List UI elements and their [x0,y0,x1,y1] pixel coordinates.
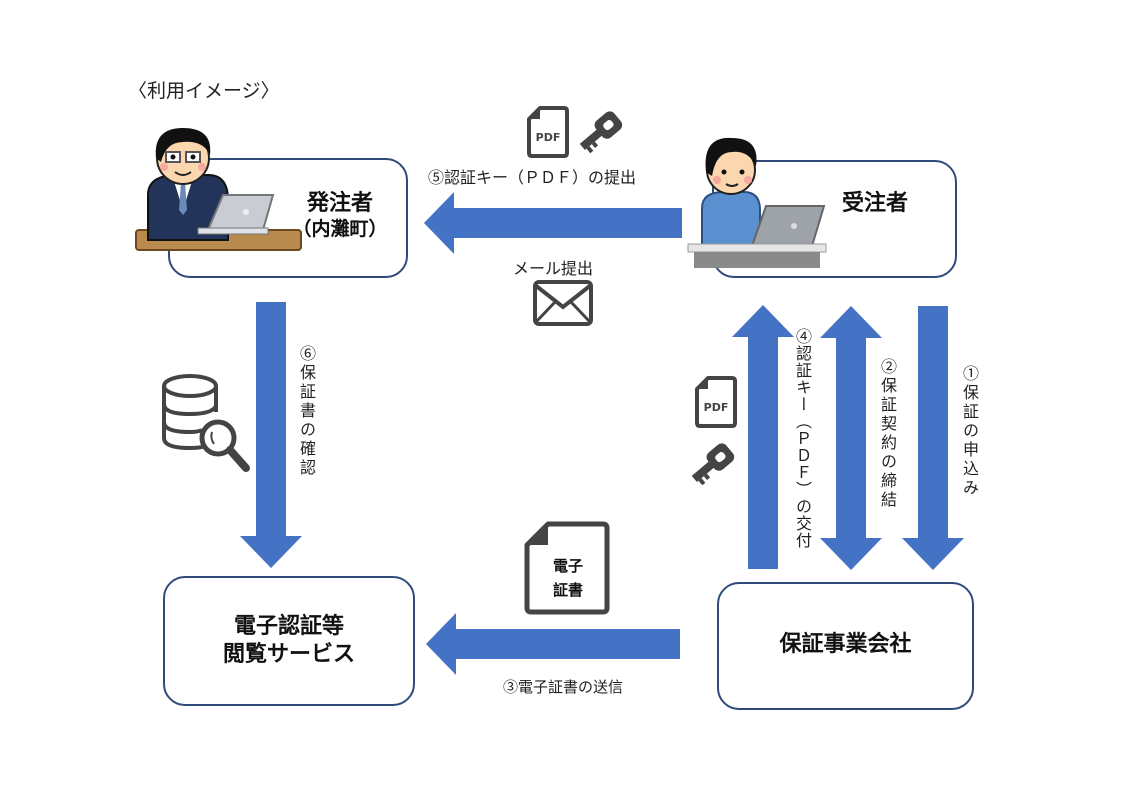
step2-label: ②保証契約の締結 [878,358,897,510]
arrow-step3 [426,613,680,675]
arrow-step4-shape [732,305,794,569]
arrow-step3-shape [426,613,680,675]
arrow-step2-shape [820,306,882,570]
svg-text:電子: 電子 [553,557,583,575]
service-label: 電子認証等 閲覧サービス [163,613,415,668]
database-search-icon [162,374,250,472]
diagram-title: 〈利用イメージ〉 [128,80,280,102]
orderer-name: 発注者 [306,191,373,216]
arrow-step2 [820,306,882,570]
arrow-step1 [902,306,964,570]
step3-label: ③電子証書の送信 [503,678,624,696]
orderer-sublabel: （内灘町） [292,217,388,240]
arrow-step6-shape [240,302,302,568]
arrow-step5 [424,192,682,254]
mail-icon [533,280,593,326]
pdf-icon-step4: PDF [695,376,737,428]
arrow-step5-shape [424,192,682,254]
arrow-step4 [732,305,794,569]
key-icon-step4 [691,443,735,486]
contractor-label: 受注者 [841,191,908,216]
guarantor-box [717,582,974,710]
orderer-person-illustration [135,128,302,251]
step5-sublabel: メール提出 [513,259,594,278]
arrow-step6 [240,302,302,568]
svg-text:証書: 証書 [553,581,583,599]
pdf-icon: PDF [527,106,569,158]
service-label-line2: 閲覧サービス [222,641,355,667]
service-label-line1: 電子認証等 [233,614,344,639]
arrow-step1-shape [902,306,964,570]
svg-text:PDF: PDF [704,401,729,414]
step4-label: ④認証キー（ＰＤＦ）の交付 [793,328,812,549]
step1-label: ①保証の申込み [960,365,979,498]
service-box [163,576,415,706]
step6-label: ⑥保証書の確認 [297,345,316,478]
orderer-label: 発注者 （内灘町） [285,190,395,241]
contractor-person-illustration [687,137,827,268]
svg-text:PDF: PDF [536,131,561,144]
key-icon [579,111,623,154]
electronic-certificate-icon: 電子 証書 [524,521,610,615]
step5-label: ⑤認証キー（ＰＤＦ）の提出 [428,168,637,187]
guarantor-label: 保証事業会社 [779,632,912,657]
